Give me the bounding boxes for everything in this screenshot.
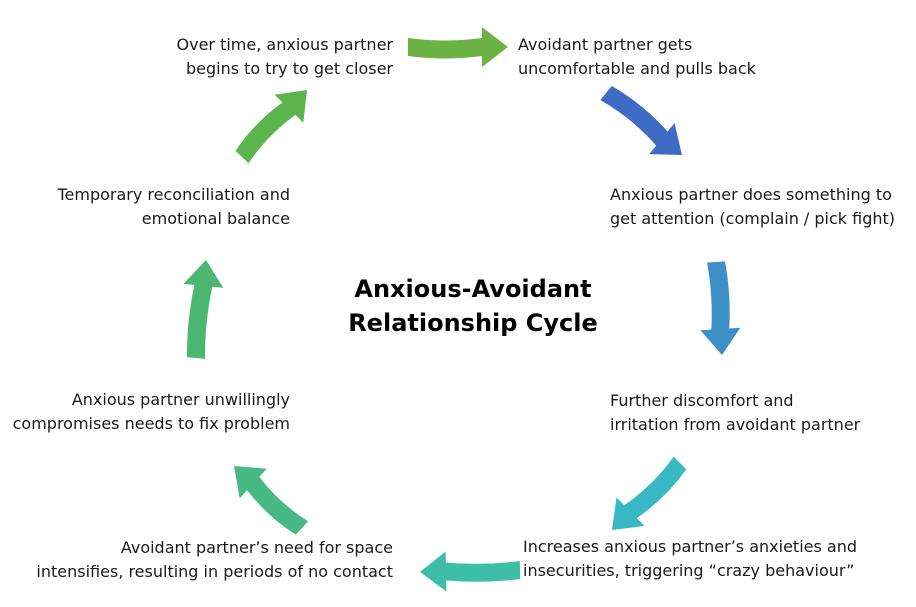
- title-line-1: Anxious-Avoidant: [354, 275, 592, 303]
- step-anxious-seeks-attention: Anxious partner does something to get at…: [610, 183, 895, 231]
- step-text-line: Avoidant partner gets: [518, 35, 693, 54]
- arrow-lower-right: [612, 456, 687, 530]
- arrow-left: [183, 260, 224, 359]
- step-text-line: Over time, anxious partner: [176, 35, 393, 54]
- step-text-line: insecurities, triggering “crazy behaviou…: [523, 561, 855, 580]
- step-anxious-gets-closer: Over time, anxious partner begins to try…: [177, 33, 393, 81]
- step-need-for-space: Avoidant partner’s need for space intens…: [36, 536, 393, 584]
- step-avoidant-pulls-back: Avoidant partner gets uncomfortable and …: [518, 33, 756, 81]
- step-text-line: get attention (complain / pick fight): [610, 209, 896, 228]
- title-line-2: Relationship Cycle: [348, 309, 598, 337]
- step-text-line: irritation from avoidant partner: [610, 415, 861, 434]
- step-text-line: emotional balance: [141, 209, 290, 228]
- step-text-line: begins to try to get closer: [185, 59, 393, 78]
- arrow-right: [700, 261, 741, 355]
- step-text-line: Anxious partner unwillingly: [71, 390, 290, 409]
- arrow-lower-left: [234, 466, 309, 535]
- diagram-title: Anxious-Avoidant Relationship Cycle: [318, 272, 628, 340]
- step-text-line: compromises needs to fix problem: [12, 414, 290, 433]
- arrow-top: [408, 27, 508, 67]
- step-text-line: Further discomfort and: [610, 391, 794, 410]
- step-text-line: intensifies, resulting in periods of no …: [36, 562, 393, 581]
- step-text-line: uncomfortable and pulls back: [518, 59, 756, 78]
- step-text-line: Avoidant partner’s need for space: [120, 538, 393, 557]
- step-text-line: Temporary reconciliation and: [57, 185, 290, 204]
- arrow-upper-right: [600, 86, 682, 155]
- step-increases-anxieties: Increases anxious partner’s anxieties an…: [523, 535, 857, 583]
- step-temporary-reconciliation: Temporary reconciliation and emotional b…: [57, 183, 290, 231]
- step-unwilling-compromise: Anxious partner unwillingly compromises …: [13, 388, 290, 436]
- step-text-line: Anxious partner does something to: [610, 185, 892, 204]
- arrow-bottom: [420, 551, 521, 592]
- step-text-line: Increases anxious partner’s anxieties an…: [523, 537, 858, 556]
- step-further-discomfort: Further discomfort and irritation from a…: [610, 389, 860, 437]
- arrow-upper-left: [235, 90, 307, 164]
